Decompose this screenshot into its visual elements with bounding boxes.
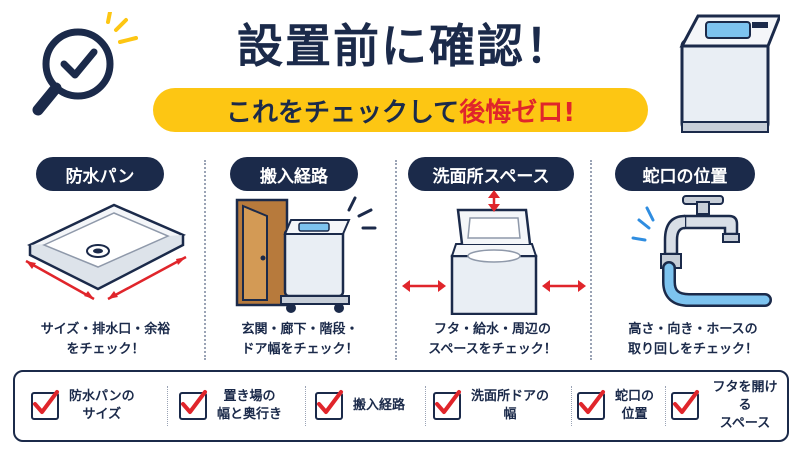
page-title: 設置前に確認！ [237, 19, 573, 73]
caption-line: 取り回しをチェック！ [627, 342, 758, 357]
section-caption-washroom-space: フタ・給水・周辺の スペースをチェック！ [400, 320, 585, 360]
waterproof-pan-illustration [25, 203, 187, 301]
checkbox-icon [671, 390, 699, 420]
checklist-item-line: スペース [719, 416, 771, 431]
checklist-item-line: 幅 [503, 407, 517, 422]
banner-accent: 後悔ゼロ! [459, 97, 576, 128]
section-divider [204, 160, 206, 360]
checklist-separator [665, 386, 666, 426]
checklist-item-line: 搬入経路 [353, 398, 406, 413]
checklist-item-label: 搬入経路 [353, 397, 405, 415]
checklist-item-label: 蛇口の 位置 [615, 388, 654, 424]
banner: これをチェックして後悔ゼロ! [153, 88, 648, 132]
delivery-route-illustration [235, 196, 377, 313]
caption-line: フタ・給水・周辺の [433, 322, 551, 337]
section-caption-faucet-position: 高さ・向き・ホースの 取り回しをチェック！ [598, 320, 788, 360]
checklist-item-label: 置き場の 幅と奥行き [217, 388, 282, 424]
section-label-washroom-space: 洗面所スペース [408, 157, 574, 191]
checklist-item-line: 防水パンの [69, 389, 135, 404]
checklist-item[interactable]: フタを開ける スペース [671, 378, 783, 434]
checklist-item-line: 置き場の [223, 389, 276, 404]
section-caption-delivery-route: 玄関・廊下・階段・ ドア幅をチェック！ [210, 320, 390, 360]
checkbox-icon [31, 390, 59, 420]
checklist-item[interactable]: 搬入経路 [315, 378, 425, 434]
checklist-item[interactable]: 防水パンの サイズ [31, 378, 156, 434]
washing-machine-icon [679, 14, 780, 133]
section-divider [590, 160, 592, 360]
checklist-separator [167, 386, 168, 426]
checklist-item-label: 洗面所ドアの 幅 [471, 388, 549, 424]
checklist-panel: 防水パンの サイズ 置き場の 幅と奥行き 搬入経路 洗面所ドアの 幅 蛇口の 位… [13, 370, 789, 442]
section-divider [395, 160, 397, 360]
caption-line: 玄関・廊下・階段・ [241, 322, 359, 337]
checklist-item-line: サイズ [82, 407, 122, 422]
faucet-illustration [631, 195, 772, 307]
caption-line: をチェック！ [66, 342, 145, 357]
section-caption-waterproof-pan: サイズ・排水口・余裕 をチェック！ [18, 320, 193, 360]
checklist-item[interactable]: 置き場の 幅と奥行き [179, 378, 304, 434]
caption-line: サイズ・排水口・余裕 [40, 322, 171, 337]
checklist-item-line: 幅と奥行き [217, 407, 283, 422]
section-label-waterproof-pan: 防水パン [36, 157, 164, 191]
section-label-delivery-route: 搬入経路 [230, 157, 358, 191]
checklist-item-line: 位置 [621, 407, 648, 422]
checklist-item-label: フタを開ける スペース [707, 379, 783, 433]
checklist-item[interactable]: 洗面所ドアの 幅 [433, 378, 573, 434]
banner-text: これをチェックして [225, 97, 460, 128]
checkbox-icon [315, 390, 343, 420]
checklist-separator [425, 386, 426, 426]
checkbox-icon [433, 390, 461, 420]
checklist-item-line: 蛇口の [615, 389, 655, 404]
checklist-separator [305, 386, 306, 426]
checkbox-icon [577, 390, 605, 420]
magnifier-check-icon [32, 12, 138, 116]
checkbox-icon [179, 390, 207, 420]
caption-line: スペースをチェック！ [428, 342, 557, 357]
checklist-item[interactable]: 蛇口の 位置 [577, 378, 667, 434]
caption-line: 高さ・向き・ホースの [628, 322, 758, 337]
checklist-item-label: 防水パンの サイズ [69, 388, 135, 424]
checklist-item-line: フタを開ける [712, 380, 778, 413]
caption-line: ドア幅をチェック！ [241, 342, 359, 357]
washroom-space-illustration [402, 190, 586, 315]
checklist-item-line: 洗面所ドアの [471, 389, 550, 404]
checklist-separator [571, 386, 572, 426]
section-label-faucet-position: 蛇口の位置 [615, 157, 755, 191]
